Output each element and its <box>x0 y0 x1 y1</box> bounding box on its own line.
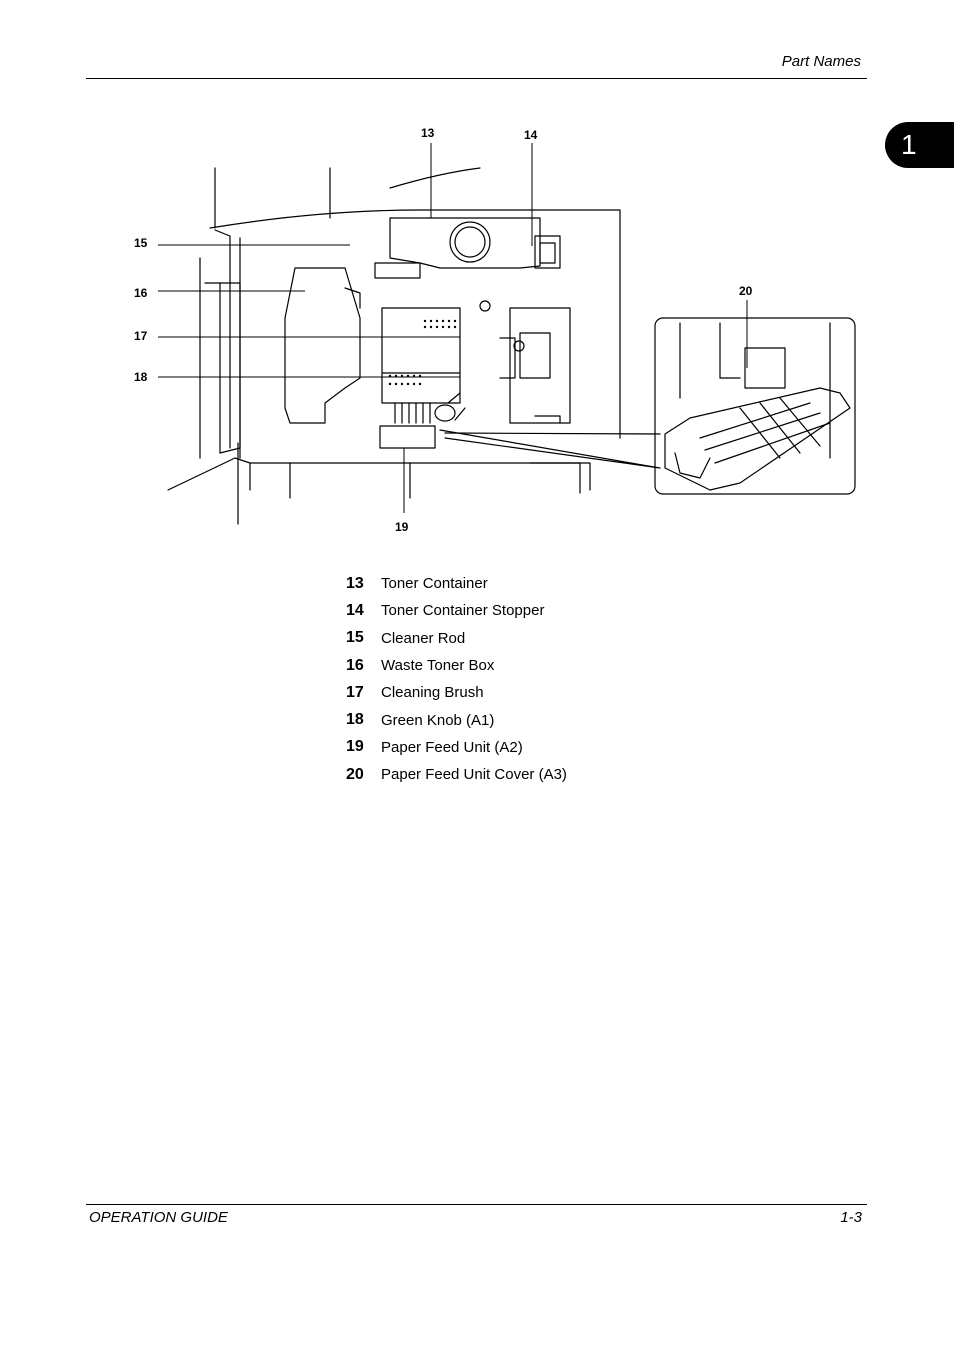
callout-19: 19 <box>395 520 409 534</box>
list-item: 18 Green Knob (A1) <box>346 706 567 733</box>
part-number: 13 <box>346 574 364 592</box>
part-number: 18 <box>346 711 364 729</box>
callout-18: 18 <box>134 370 148 384</box>
chapter-tab: 1 <box>885 122 954 168</box>
leader-lines <box>158 143 748 513</box>
part-number: 19 <box>346 738 364 756</box>
list-item: 15 Cleaner Rod <box>346 625 567 652</box>
part-label: Paper Feed Unit Cover (A3) <box>381 766 567 784</box>
callout-13: 13 <box>421 126 435 140</box>
part-label: Waste Toner Box <box>381 657 495 675</box>
part-number: 17 <box>346 683 364 701</box>
printer-interior-figure: 13 14 15 16 17 18 19 20 <box>120 118 870 538</box>
callout-14: 14 <box>524 128 538 142</box>
callout-20: 20 <box>739 284 753 298</box>
part-label: Cleaning Brush <box>381 684 484 702</box>
section-title: Part Names <box>781 53 861 70</box>
callout-17: 17 <box>134 329 148 343</box>
list-item: 14 Toner Container Stopper <box>346 597 567 624</box>
header-divider <box>86 78 867 79</box>
part-label: Toner Container <box>381 575 488 593</box>
part-number: 15 <box>346 629 364 647</box>
callout-15: 15 <box>134 236 148 250</box>
guide-name: OPERATION GUIDE <box>89 1209 228 1226</box>
page-number: 1-3 <box>840 1209 862 1226</box>
part-number: 16 <box>346 656 364 674</box>
list-item: 16 Waste Toner Box <box>346 652 567 679</box>
list-item: 17 Cleaning Brush <box>346 679 567 706</box>
list-item: 19 Paper Feed Unit (A2) <box>346 734 567 761</box>
part-label: Green Knob (A1) <box>381 711 495 729</box>
part-label: Toner Container Stopper <box>381 602 545 620</box>
part-number: 14 <box>346 601 364 619</box>
callout-16: 16 <box>134 286 148 300</box>
footer-divider <box>86 1204 867 1205</box>
parts-list: 13 Toner Container 14 Toner Container St… <box>346 570 567 788</box>
part-label: Cleaner Rod <box>381 629 466 647</box>
list-item: 13 Toner Container <box>346 570 567 597</box>
list-item: 20 Paper Feed Unit Cover (A3) <box>346 761 567 788</box>
part-label: Paper Feed Unit (A2) <box>381 738 523 756</box>
part-number: 20 <box>346 765 364 783</box>
